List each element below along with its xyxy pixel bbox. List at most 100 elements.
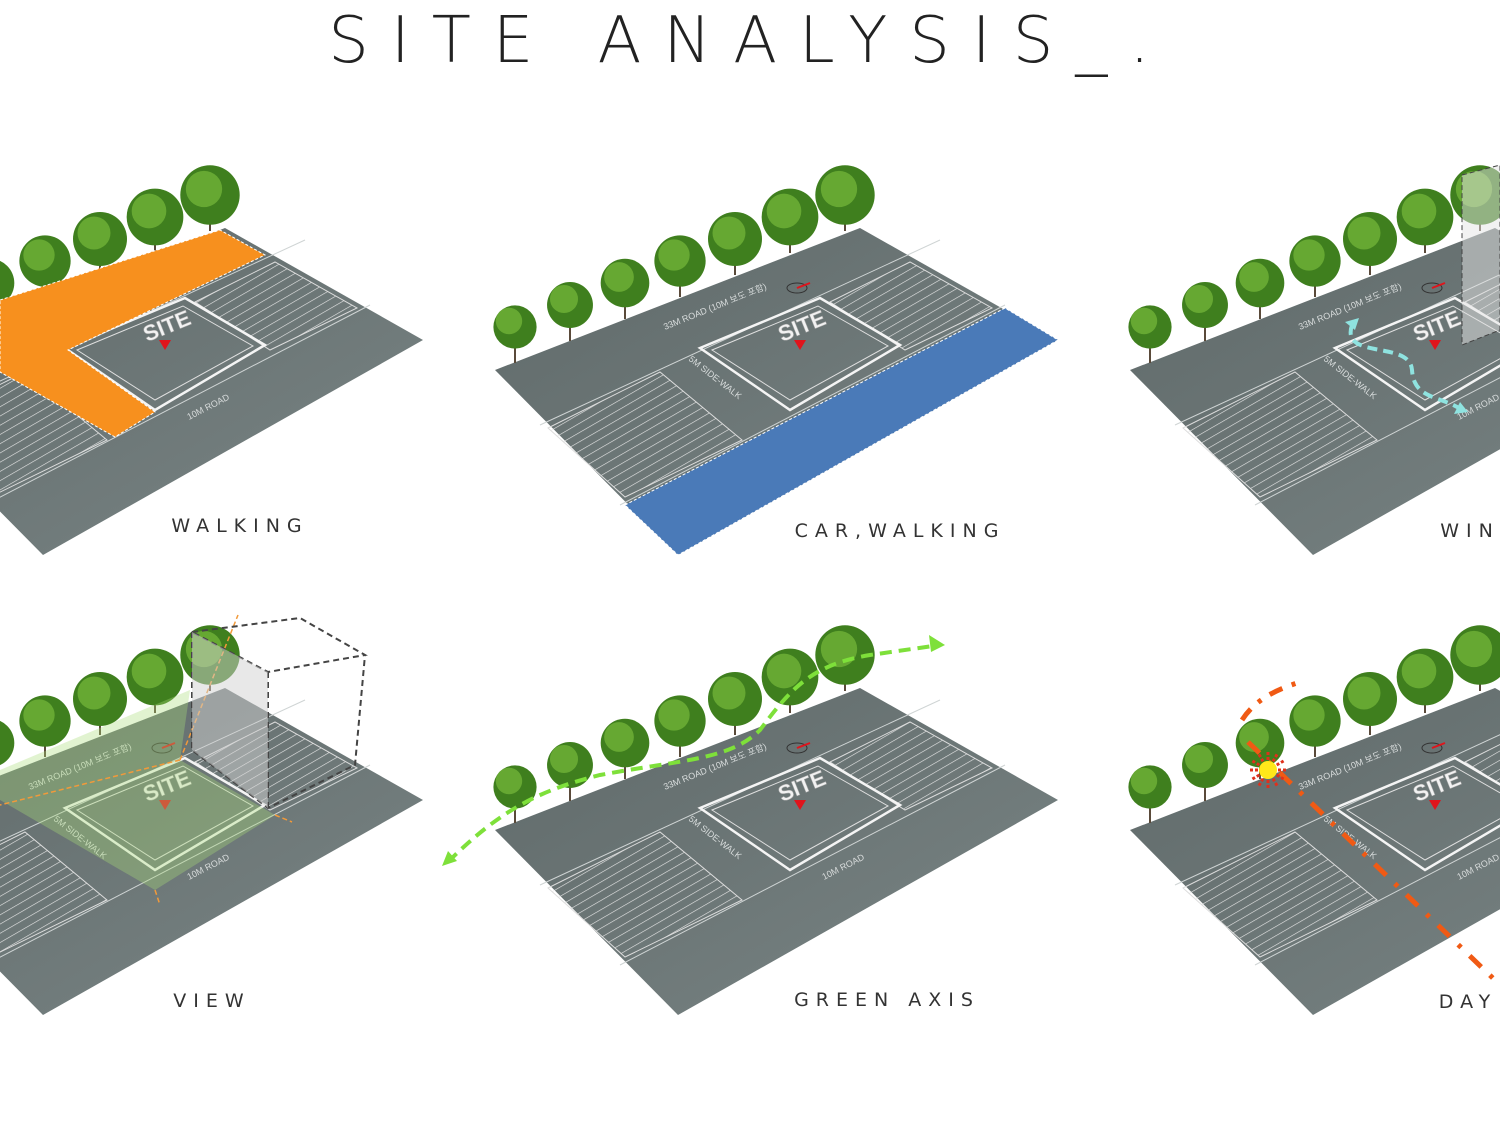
north-arrow-icon xyxy=(1431,282,1446,289)
site-inner-boundary xyxy=(710,765,890,861)
parking-hatch xyxy=(1463,743,1500,785)
tree-icon xyxy=(708,672,762,735)
location-pin-icon xyxy=(159,800,171,810)
tree-icon xyxy=(0,260,15,306)
road-line xyxy=(1254,837,1500,966)
tree-icon xyxy=(761,648,819,713)
site-boundary xyxy=(62,296,268,412)
walking-path-overlay xyxy=(0,229,267,438)
green-axis-arrow-icon xyxy=(446,643,941,864)
parking-hatch xyxy=(0,371,108,493)
site-boundary xyxy=(1332,296,1500,412)
caption-walking: WALKING xyxy=(171,515,308,537)
tree-icon xyxy=(600,258,650,319)
caption-green-axis: GREEN AXIS xyxy=(794,989,980,1011)
tree-icon xyxy=(1450,625,1500,691)
tree-icon xyxy=(73,672,127,735)
tree-icon xyxy=(0,720,15,766)
north-marker-icon xyxy=(786,282,808,294)
car-road-overlay xyxy=(624,307,1059,556)
sun-arc xyxy=(1239,679,1301,722)
tree-icon xyxy=(761,188,819,253)
parking-hatch xyxy=(0,831,108,953)
tree-icon xyxy=(1343,672,1397,735)
road-line xyxy=(0,764,371,958)
north-marker-icon xyxy=(786,742,808,754)
site-boundary xyxy=(697,296,903,412)
tree-icon xyxy=(1182,282,1228,341)
tree-icon xyxy=(180,165,240,231)
parking-hatch xyxy=(547,371,743,498)
tree-icon xyxy=(1396,648,1454,713)
caption-day: DAY xyxy=(1439,991,1497,1013)
tree-icon xyxy=(547,282,593,341)
north-marker-icon xyxy=(1421,282,1443,294)
tree-icon xyxy=(1235,718,1285,779)
wind-arrow-head-icon xyxy=(1454,402,1468,414)
road-line xyxy=(1254,377,1500,506)
location-pin-icon xyxy=(159,340,171,350)
site-inner-boundary xyxy=(75,765,255,861)
view-line xyxy=(0,614,293,906)
tree-icon xyxy=(1396,188,1454,253)
building-volume-outline xyxy=(1461,164,1500,346)
parking-hatch xyxy=(547,831,743,958)
parking-hatch xyxy=(1182,831,1378,958)
location-pin-icon xyxy=(794,340,806,350)
tree-icon xyxy=(815,165,875,231)
tree-icon xyxy=(815,625,875,691)
road-line xyxy=(619,764,1006,966)
location-pin-icon xyxy=(1429,340,1441,350)
tree-icon xyxy=(1128,765,1172,823)
north-arrow-icon xyxy=(796,742,811,749)
site-boundary xyxy=(1332,756,1500,872)
tree-icon xyxy=(654,235,706,297)
tree-icon xyxy=(708,212,762,275)
caption-wind: WIN xyxy=(1440,520,1500,542)
parking-hatch xyxy=(1182,371,1378,498)
tree-icon xyxy=(126,648,184,713)
site-inner-boundary xyxy=(1345,305,1500,401)
wind-arrow-icon xyxy=(1348,324,1464,412)
building-volume-face xyxy=(192,632,268,808)
site-inner-boundary xyxy=(710,305,890,401)
location-pin-icon xyxy=(1429,800,1441,810)
tree-icon xyxy=(547,742,593,801)
tree-icon xyxy=(1128,305,1172,363)
north-arrow-icon xyxy=(161,742,176,749)
tree-icon xyxy=(654,695,706,757)
north-marker-icon xyxy=(151,742,173,754)
sun-path-line xyxy=(1246,740,1500,987)
site-label: SITE xyxy=(1410,765,1465,807)
tree-icon xyxy=(126,188,184,253)
tree-icon xyxy=(1235,258,1285,319)
tree-icon xyxy=(1289,695,1341,757)
caption-car-walking: CAR,WALKING xyxy=(795,520,1006,542)
site-boundary xyxy=(697,756,903,872)
tree-icon xyxy=(600,718,650,779)
view-cone-overlay xyxy=(0,690,275,890)
tree-icon xyxy=(493,305,537,363)
caption-view: VIEW xyxy=(173,990,250,1012)
location-pin-icon xyxy=(794,800,806,810)
tree-icon xyxy=(1343,212,1397,275)
tree-icon xyxy=(73,212,127,275)
tree-icon xyxy=(1289,235,1341,297)
wind-arrow-head-icon xyxy=(1345,318,1359,330)
road-line xyxy=(0,304,371,498)
tree-icon xyxy=(493,765,537,823)
tree-icon xyxy=(1182,742,1228,801)
road-line xyxy=(619,304,1006,506)
page-title: SITE ANALYSIS_. xyxy=(328,4,1172,78)
site-inner-boundary xyxy=(75,305,255,401)
north-marker-icon xyxy=(1421,742,1443,754)
sun-icon xyxy=(1248,750,1288,790)
north-arrow-icon xyxy=(1431,742,1446,749)
site-inner-boundary xyxy=(1345,765,1500,861)
north-arrow-icon xyxy=(796,282,811,289)
